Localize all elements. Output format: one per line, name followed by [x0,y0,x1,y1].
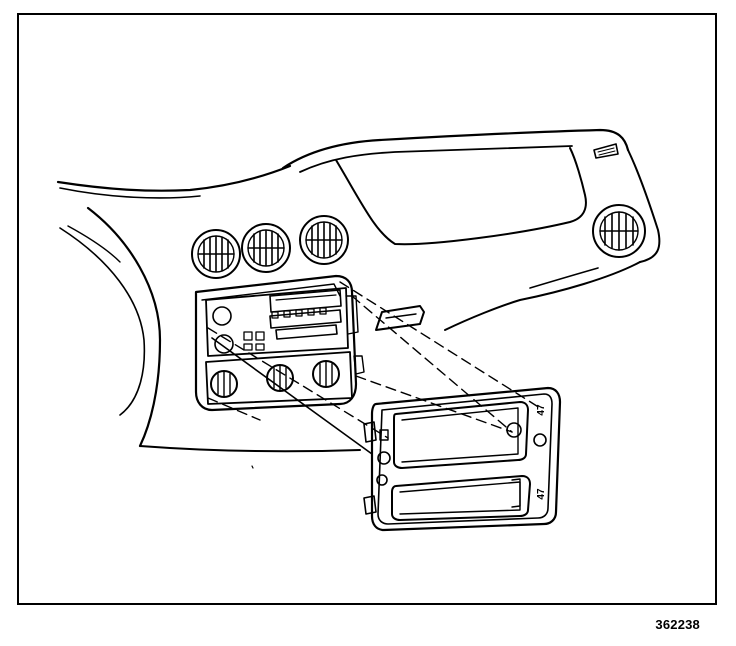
trim-plate-marking-upper: 47 [536,404,547,416]
air-vent-left-icon [191,229,241,279]
figure-frame [17,13,717,605]
air-vent-far-right-icon [592,204,646,258]
clip-icon [363,421,377,443]
air-vent-right-icon [299,215,349,265]
side-vent-icon [593,143,619,159]
figure-number: 362238 [655,617,700,632]
instrument-panel [56,128,661,453]
air-vent-center-icon [241,223,291,273]
trim-plate [363,386,562,532]
trim-plate-marking-lower: 47 [536,488,547,500]
radio-hvac-console [194,274,365,412]
alignment-lines [207,281,541,455]
